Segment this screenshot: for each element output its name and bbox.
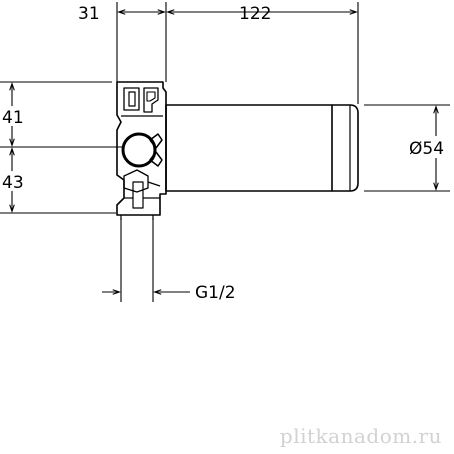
end-cap bbox=[332, 104, 359, 192]
watermark: plitkanadom.ru bbox=[279, 424, 442, 448]
label-width-31: 31 bbox=[78, 4, 100, 24]
extension-lines bbox=[0, 2, 450, 302]
label-thread-g12: G1/2 bbox=[195, 283, 236, 303]
label-height-41: 41 bbox=[2, 108, 24, 128]
cylinder-body bbox=[165, 104, 333, 192]
housing-outline bbox=[116, 81, 167, 216]
valve-housing bbox=[116, 81, 359, 220]
dimension-labels: 31 122 41 43 Ø54 G1/2 bbox=[0, 4, 454, 303]
dimension-lines bbox=[9, 9, 439, 295]
valve-circle bbox=[121, 132, 157, 168]
label-width-122: 122 bbox=[239, 4, 271, 24]
label-diameter-54: Ø54 bbox=[409, 139, 444, 159]
label-height-43: 43 bbox=[2, 173, 24, 193]
